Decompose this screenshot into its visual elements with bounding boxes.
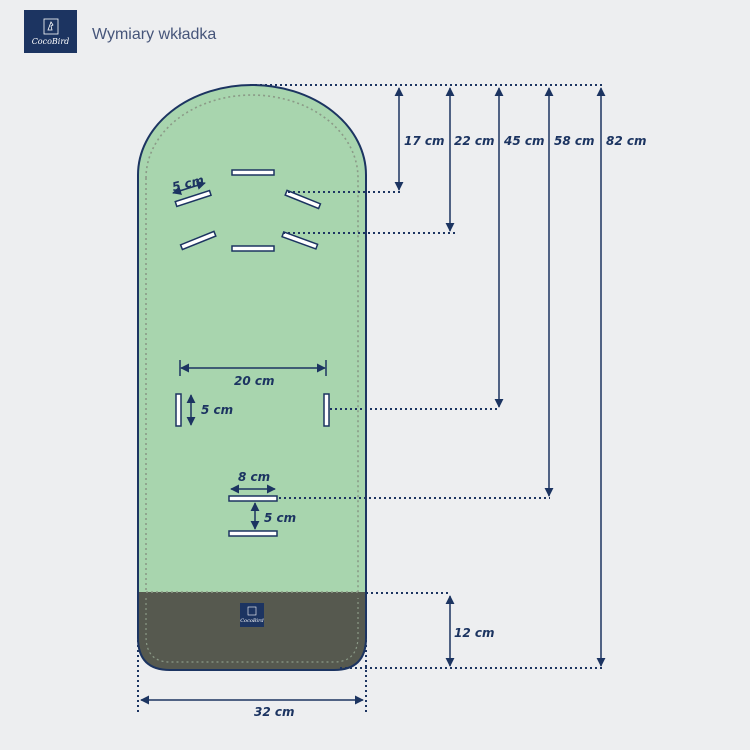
- slot-lower-left: [179, 230, 217, 251]
- slot-lower-right: [281, 231, 319, 250]
- height-label-82: 82 cm: [606, 134, 647, 148]
- liner-stitching: [145, 94, 359, 593]
- waist-span-label: 20 cm: [234, 374, 275, 388]
- waist-slot-label: 5 cm: [201, 403, 233, 417]
- harness-width-arrow: [172, 181, 206, 195]
- brand-name: CocoBird: [31, 36, 70, 46]
- brand-logo: CocoBird: [24, 10, 77, 53]
- slot-top-center: [231, 169, 275, 176]
- slot-lower-center: [231, 245, 275, 252]
- height-label-22: 22 cm: [454, 134, 495, 148]
- internal-dimensions: [172, 181, 327, 530]
- slot-upper-right: [284, 189, 322, 210]
- height-label-17: 17 cm: [404, 134, 445, 148]
- dimension-labels: 17 cm 22 cm 45 cm 58 cm 82 cm 5 cm 20 cm…: [171, 134, 647, 719]
- slot-waist-left: [175, 393, 182, 427]
- height-label-58: 58 cm: [554, 134, 595, 148]
- height-arrows: [140, 87, 606, 705]
- height-label-45: 45 cm: [503, 134, 545, 148]
- page-title: Wymiary wkładka: [92, 26, 217, 43]
- liner-outline: [137, 84, 367, 671]
- slot-waist-right: [323, 393, 330, 427]
- foot-height-label: 12 cm: [454, 626, 495, 640]
- dotted-leaders: [137, 84, 602, 715]
- total-width-label: 32 cm: [254, 705, 295, 719]
- crotch-width-label: 8 cm: [238, 470, 270, 484]
- crotch-gap-label: 5 cm: [264, 511, 296, 525]
- foot-brand-text: CocoBird: [240, 618, 264, 624]
- slot-crotch-bottom: [228, 530, 278, 537]
- slot-crotch-top: [228, 495, 278, 502]
- foot-brand-label: CocoBird: [240, 603, 264, 627]
- liner-green-area: [138, 85, 366, 592]
- bird-logo-icon: [43, 18, 58, 34]
- foot-stitching: [145, 598, 359, 663]
